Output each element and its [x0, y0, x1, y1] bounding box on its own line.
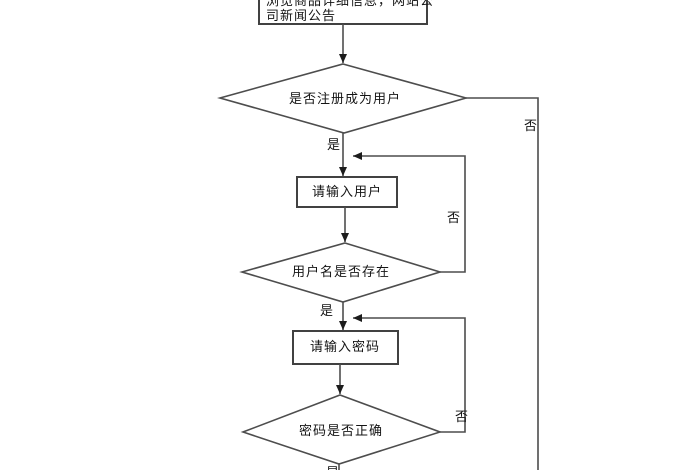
password-diamond-text: 密码是否正确 [298, 423, 384, 438]
username-yes-label: 是 [320, 303, 335, 318]
edge-password-no-loop [353, 314, 466, 433]
password-yes-label: 是 [326, 465, 340, 470]
intro-box-text-line2: 司新闻公告 [266, 8, 337, 23]
enter-password-box-shape [292, 330, 399, 365]
password-no-label: 否 [455, 409, 470, 424]
enter-user-box-shape [296, 176, 398, 208]
register-no-label: 否 [524, 118, 539, 133]
enter-user-box-text: 请输入用户 [311, 184, 383, 199]
edge-register-no-branch [466, 97, 539, 470]
intro-box-text-line1: 浏览商品详细信息，网站公 [266, 0, 435, 8]
edge-username-no-loop [353, 152, 466, 273]
register-diamond-text: 是否注册成为用户 [288, 91, 402, 106]
enter-password-box-text: 请输入密码 [309, 339, 381, 354]
username-diamond-text: 用户名是否存在 [291, 264, 391, 279]
username-no-label: 否 [447, 210, 462, 225]
register-yes-label: 是 [327, 137, 342, 152]
register-diamond-shape [217, 63, 469, 134]
